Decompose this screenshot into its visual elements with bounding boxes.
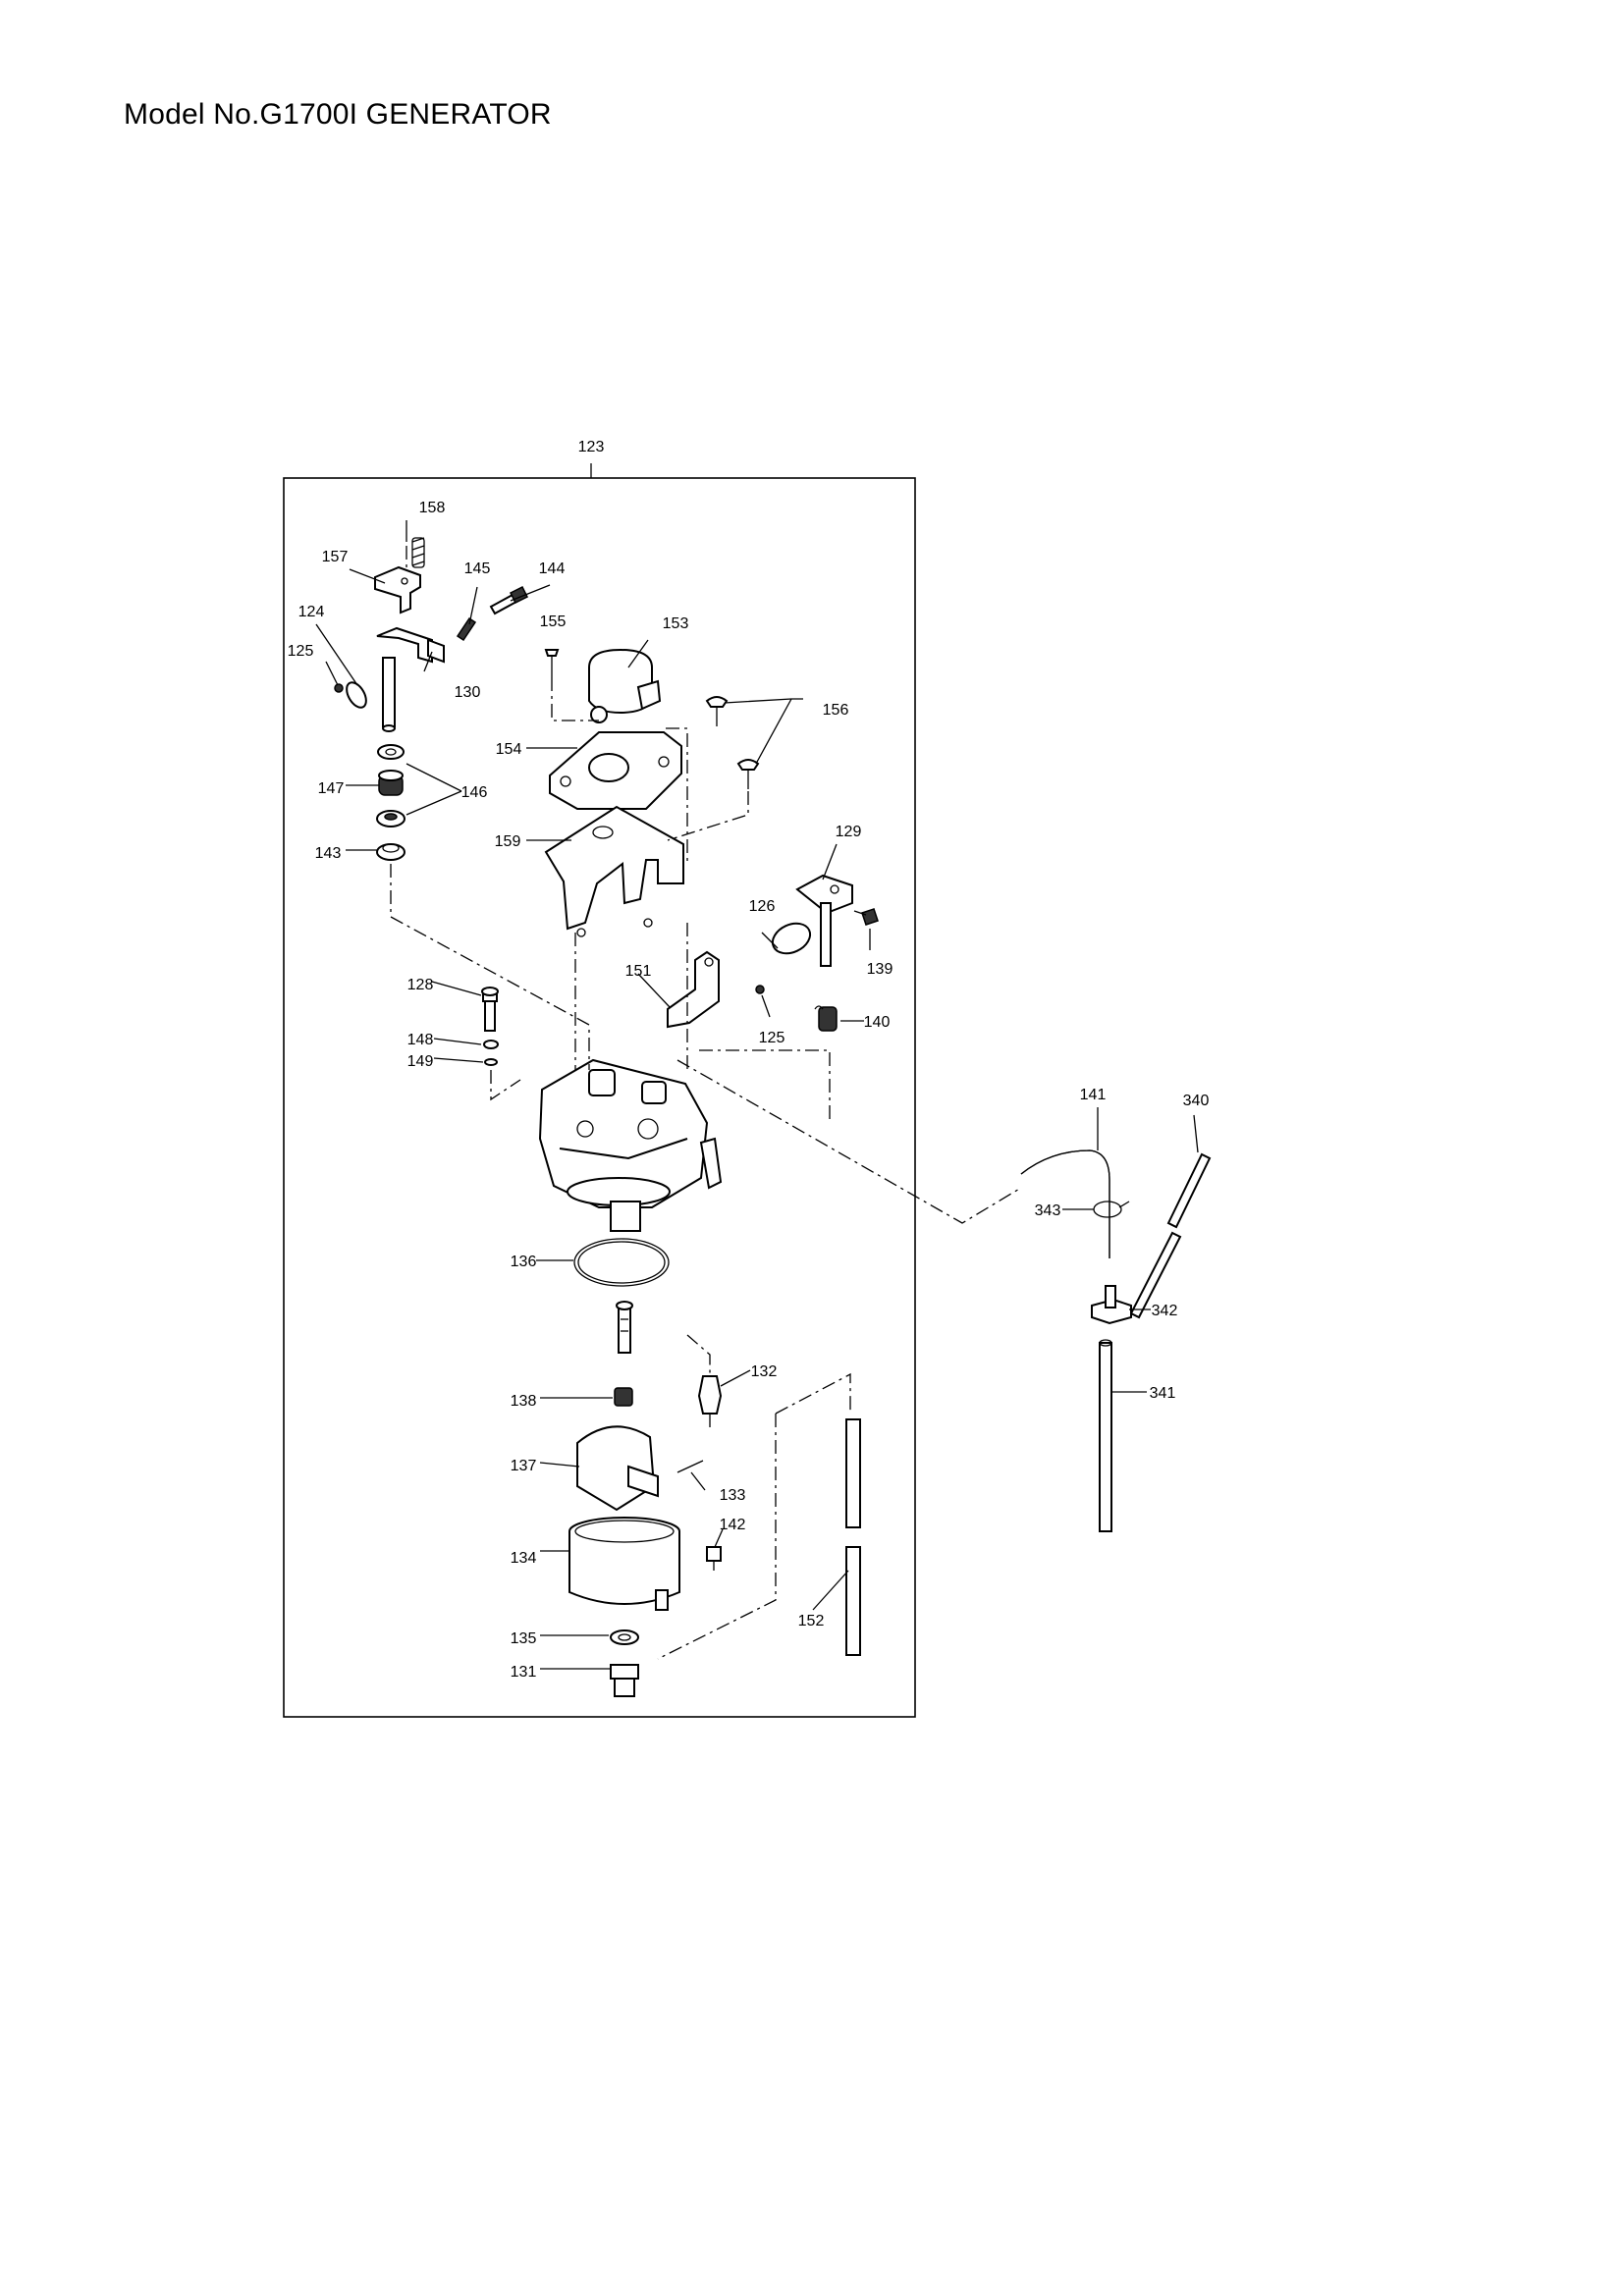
part-152-tube [845, 1418, 861, 1656]
part-label: 135 [511, 1630, 537, 1647]
part-340-vent-tube [1129, 1152, 1212, 1319]
part-label: 125 [288, 643, 314, 660]
part-label: 146 [461, 784, 488, 801]
part-label: 141 [1080, 1087, 1107, 1103]
part-label: 134 [511, 1550, 537, 1567]
part-label: 155 [540, 614, 567, 630]
part-label: 341 [1150, 1385, 1176, 1402]
part-label: 340 [1183, 1093, 1210, 1109]
part-label: 132 [751, 1363, 778, 1380]
part-label: 157 [322, 549, 349, 565]
part-label: 137 [511, 1458, 537, 1474]
part-343-clip [1093, 1201, 1130, 1218]
part-label: 126 [749, 898, 776, 915]
part-124-choke-lever [376, 626, 445, 732]
part-label: 156 [823, 702, 849, 719]
part-139-screw [853, 908, 879, 926]
leader-lines [315, 520, 1199, 1670]
part-label: 147 [318, 780, 345, 797]
part-label: 131 [511, 1664, 537, 1681]
part-125-screw-lower [755, 985, 765, 994]
part-label: 144 [539, 561, 566, 577]
part-label: 342 [1152, 1303, 1178, 1319]
part-label: 148 [407, 1032, 434, 1048]
part-144-screw [489, 585, 529, 615]
part-label: 142 [720, 1517, 746, 1533]
part-132-needle-valve [697, 1375, 723, 1427]
part-choke-plate [346, 681, 367, 709]
part-141-fuel-hose [1020, 1149, 1110, 1258]
part-151-bracket [667, 950, 720, 1029]
part-138-jet [614, 1387, 633, 1407]
part-156-screw-lower [736, 759, 760, 789]
part-137-float [576, 1425, 659, 1512]
part-158-spring [411, 537, 425, 568]
part-149-oring [484, 1058, 498, 1066]
part-label: 159 [495, 833, 521, 850]
part-label: 124 [298, 604, 325, 620]
part-135-washer [610, 1629, 639, 1645]
part-146-washer-top [377, 744, 405, 760]
page-title: Model No.G1700I GENERATOR [124, 98, 552, 131]
part-label: 136 [511, 1254, 537, 1270]
part-143-seal [376, 843, 406, 861]
part-label: 133 [720, 1487, 746, 1504]
part-label: 145 [464, 561, 491, 577]
part-342-joint [1091, 1285, 1132, 1325]
part-341-drain-tube [1099, 1339, 1112, 1532]
part-131-bolt [610, 1664, 639, 1697]
part-label: 143 [315, 845, 342, 862]
part-153-cover [588, 648, 662, 723]
part-159-bracket [544, 805, 684, 937]
assembly-guide-lines [390, 546, 1022, 1660]
part-142-screw [706, 1546, 722, 1571]
part-126-throttle-plate [771, 922, 812, 955]
part-carburetor-body [538, 1058, 723, 1232]
part-label: 149 [407, 1053, 434, 1070]
part-label: 123 [578, 439, 605, 455]
part-label: 343 [1035, 1202, 1061, 1219]
part-label: 128 [407, 977, 434, 993]
part-label: 139 [867, 961, 893, 978]
part-134-float-bowl [568, 1517, 680, 1611]
part-145-spring [456, 616, 477, 642]
part-main-jet-tube [616, 1301, 633, 1354]
part-125-screw [334, 683, 344, 693]
part-label: 125 [759, 1030, 785, 1046]
part-label: 153 [663, 615, 689, 632]
part-148-oring [483, 1040, 499, 1049]
part-157-bracket [374, 565, 421, 614]
part-146-seal-bottom [376, 810, 406, 828]
part-129-throttle-lever [795, 874, 853, 967]
part-label: 130 [455, 684, 481, 701]
part-label: 138 [511, 1393, 537, 1410]
part-label: 151 [625, 963, 652, 980]
part-label: 140 [864, 1014, 891, 1031]
part-154-housing [549, 731, 682, 810]
part-140-spring [814, 1005, 838, 1032]
part-labels: 158 157 145 144 124 125 130 155 153 156 … [288, 500, 1210, 1681]
part-155-screw [544, 649, 560, 677]
part-label: 154 [496, 741, 522, 758]
part-147-spring [378, 770, 404, 796]
part-128-screw [481, 987, 499, 1032]
part-133-pin [676, 1460, 704, 1473]
part-156-screw-upper [705, 696, 729, 726]
part-label: 129 [836, 824, 862, 840]
part-label: 158 [419, 500, 446, 516]
part-label: 152 [798, 1613, 825, 1629]
assembly-frame: 123 [283, 439, 916, 1718]
part-136-gasket [573, 1238, 670, 1287]
